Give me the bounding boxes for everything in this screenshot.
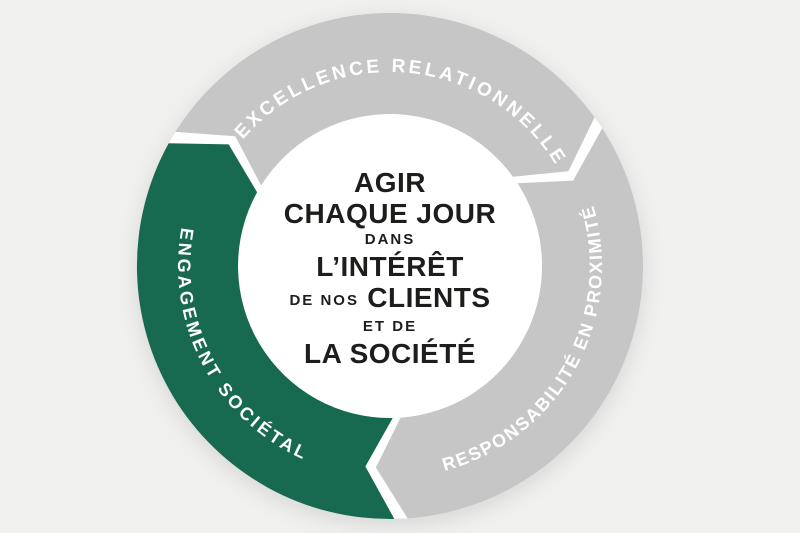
center-line-et-de: ET DE	[362, 318, 418, 335]
center-line-dans: DANS	[364, 231, 416, 248]
center-line-agir: AGIR	[354, 167, 426, 198]
center-line-clients-word: CLIENTS	[367, 282, 491, 313]
center-line-clients: DE NOS CLIENTS	[245, 282, 535, 316]
ring-segment-responsabilite-en-proximite	[375, 128, 644, 519]
center-line-la-societe: LA SOCIÉTÉ	[304, 338, 476, 369]
center-line-interet: L’INTÉRÊT	[316, 251, 464, 282]
ring-segment-excellence-relationnelle	[175, 12, 595, 186]
center-line-chaque-jour: CHAQUE JOUR	[283, 198, 497, 229]
center-line-de-nos: DE NOS	[289, 292, 359, 309]
center-message: AGIR CHAQUE JOUR DANS L’INTÉRÊT DE NOS C…	[245, 167, 535, 369]
ring-segment-engagement-societal	[136, 143, 395, 520]
